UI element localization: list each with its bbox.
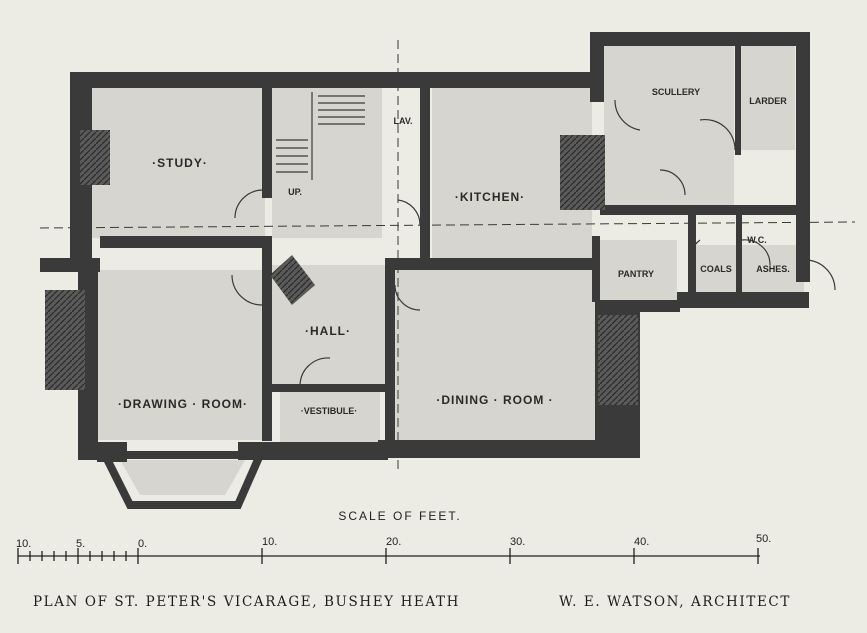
scale-tick-label: 10. [262, 536, 277, 548]
scale-tick-label: 50. [756, 533, 771, 545]
label-hall: ·HALL· [305, 324, 351, 338]
label-pantry: PANTRY [618, 269, 654, 279]
label-ashes: ASHES. [756, 264, 790, 274]
label-study: ·STUDY· [152, 156, 208, 170]
label-coals: COALS [700, 264, 732, 274]
label-lav: LAV. [393, 116, 412, 126]
stair-floor [272, 88, 382, 238]
scale-bar [17, 548, 760, 564]
scale-tick-label: 30. [510, 536, 525, 548]
scale-tick-label: 5. [76, 538, 85, 550]
walls [40, 32, 810, 462]
ashes-floor [742, 245, 804, 300]
chimneys [45, 130, 638, 405]
label-kitchen: ·KITCHEN· [455, 190, 525, 204]
coals-floor [694, 245, 736, 300]
scullery-floor [604, 45, 734, 210]
architect-caption: W. E. WATSON, ARCHITECT [559, 594, 791, 610]
scale-tick-label: 20. [386, 536, 401, 548]
plan-caption: PLAN OF ST. PETER'S VICARAGE, BUSHEY HEA… [33, 594, 460, 610]
label-up: UP. [288, 187, 302, 197]
larder-floor [740, 45, 795, 150]
drawing-floor [95, 270, 265, 440]
bay-floor [120, 460, 245, 495]
staircase [276, 92, 365, 180]
pantry-floor [597, 240, 677, 300]
label-larder: LARDER [749, 96, 787, 106]
label-drawing-room: ·DRAWING · ROOM· [118, 397, 248, 411]
dining-floor [395, 270, 595, 440]
label-dining-room: ·DINING · ROOM · [436, 393, 553, 407]
label-scullery: SCULLERY [652, 87, 700, 97]
scale-tick-label: 10. [16, 538, 31, 550]
label-vestibule: ·VESTIBULE· [301, 406, 358, 416]
dashed-axes [39, 40, 856, 470]
bay-window [98, 451, 267, 509]
scale-tick-label: 0. [138, 538, 147, 550]
label-wc: W.C. [747, 235, 767, 245]
scale-title: SCALE OF FEET. [338, 509, 461, 523]
door-swings [231, 99, 836, 386]
scale-tick-label: 40. [634, 536, 649, 548]
